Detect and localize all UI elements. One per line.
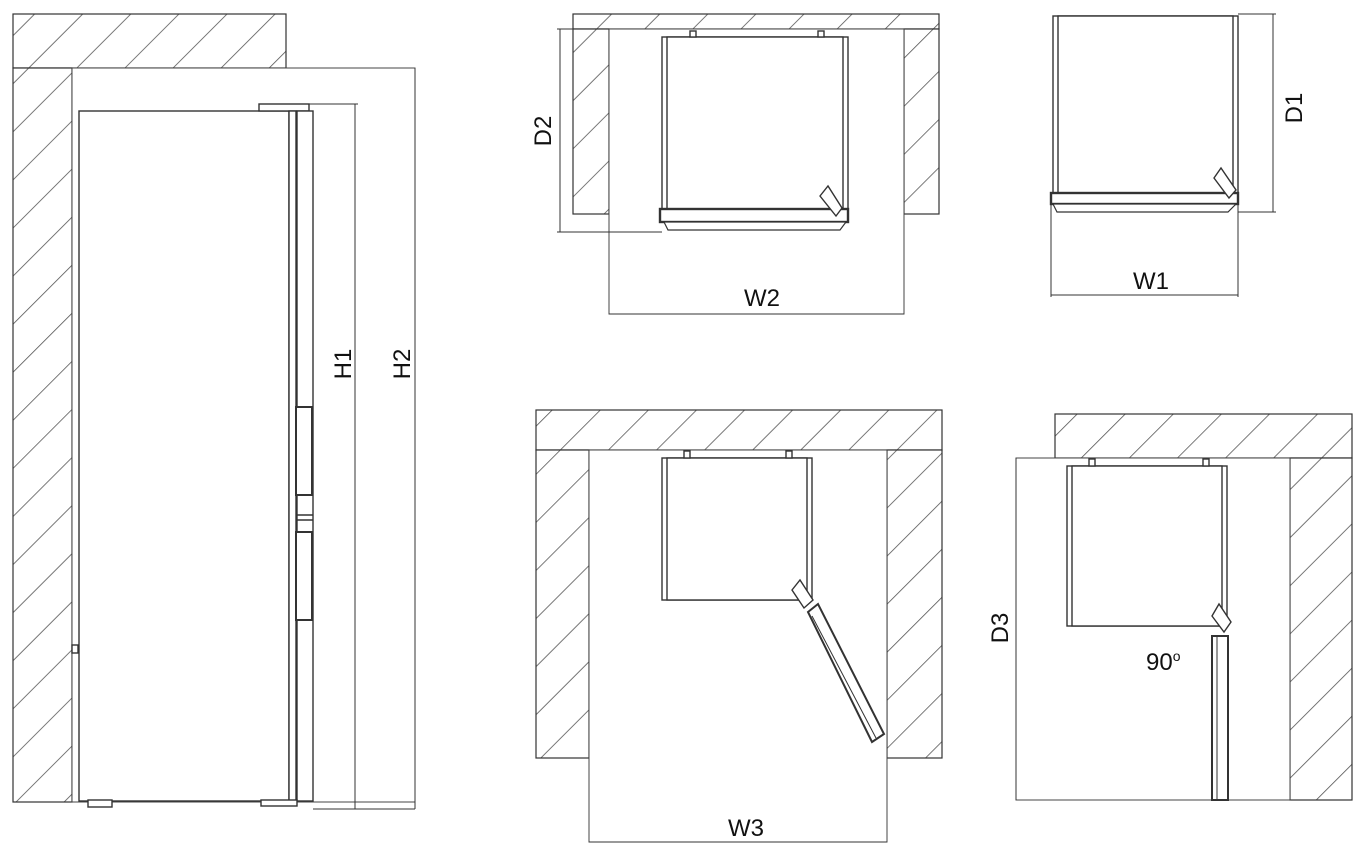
fridge-top-body <box>658 30 850 231</box>
fridge-top-body <box>1066 458 1232 801</box>
label-angle: 90o <box>1146 648 1181 676</box>
wall-hatch <box>535 409 943 759</box>
label-h2: H2 <box>389 349 416 380</box>
open-door <box>806 602 886 744</box>
top-view-freestanding: D1 W1 <box>1049 13 1308 297</box>
label-d3: D3 <box>987 613 1014 644</box>
open-door <box>1211 635 1229 801</box>
label-w2: W2 <box>744 285 780 312</box>
wall-hatch <box>1054 413 1353 801</box>
label-w3: W3 <box>728 815 764 842</box>
label-d1: D1 <box>1281 93 1308 124</box>
label-d2: D2 <box>530 116 557 147</box>
fridge-top-body <box>1049 15 1240 213</box>
degree-sign: o <box>1173 648 1181 664</box>
height-dimension-lines <box>309 68 416 810</box>
door-open-width-view: W3 <box>535 409 943 843</box>
angle-value: 90 <box>1146 649 1173 676</box>
dimension-lines <box>1050 13 1276 297</box>
fridge-top-body <box>661 450 886 744</box>
fridge-side-body <box>71 103 314 808</box>
top-view-niche: D2 W2 <box>530 13 940 315</box>
wall-hatch <box>12 13 287 803</box>
label-w1: W1 <box>1133 268 1169 295</box>
wall-hatch <box>572 13 940 215</box>
dimension-lines <box>557 28 904 315</box>
door-open-depth-view: D3 90o <box>987 413 1353 801</box>
label-h1: H1 <box>330 349 357 380</box>
side-view: H1 H2 <box>12 13 416 810</box>
